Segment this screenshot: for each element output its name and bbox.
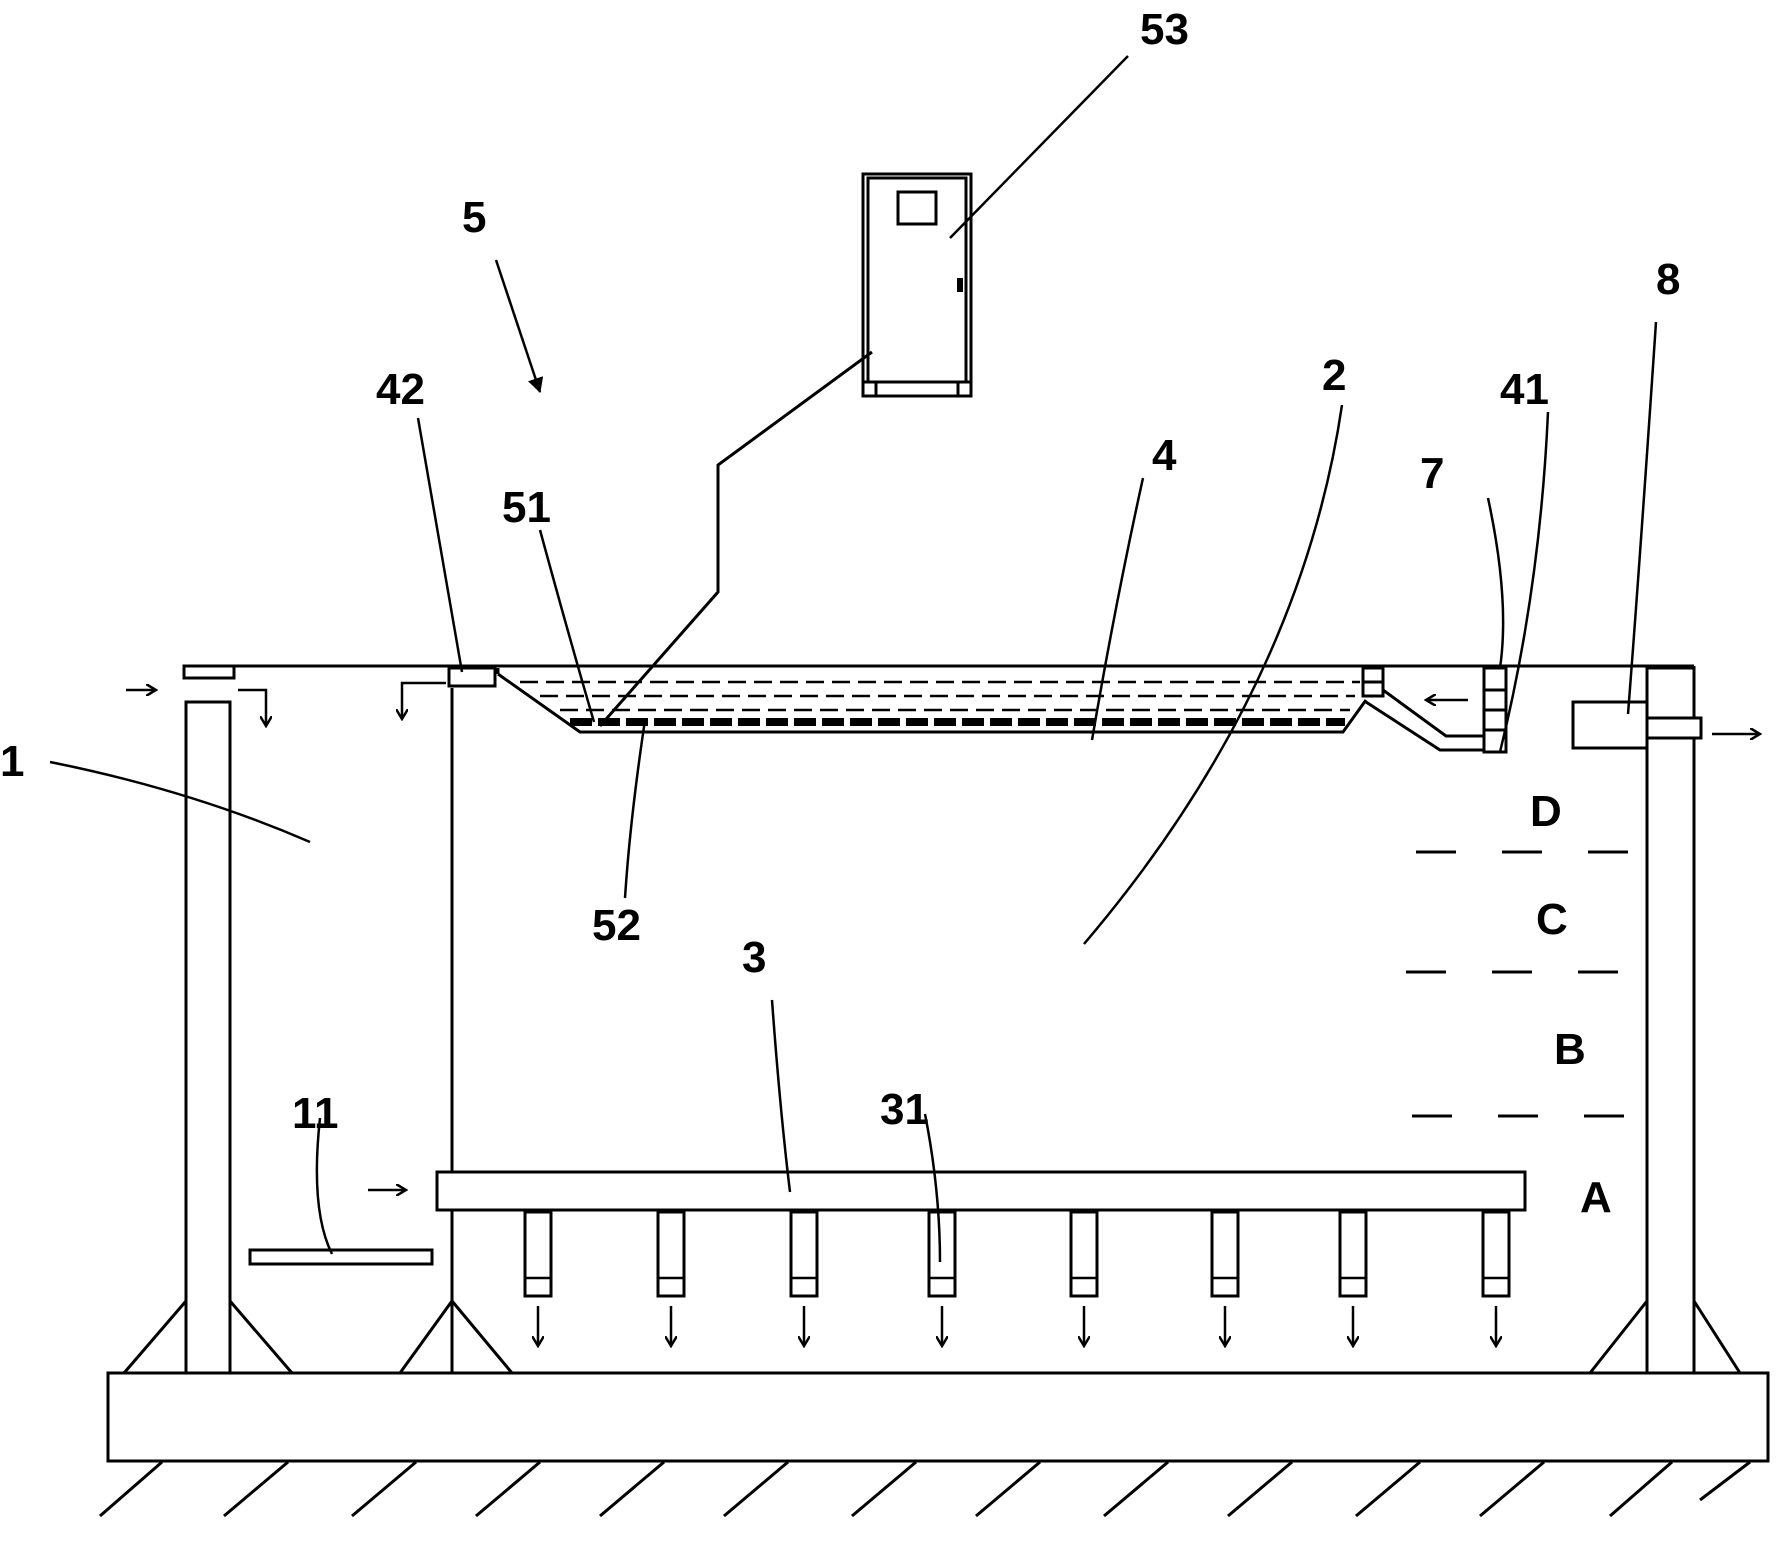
leader-lines — [49, 55, 1658, 1263]
label-1: 1 — [0, 737, 24, 786]
label-8: 8 — [1656, 255, 1680, 304]
zone-b: B — [1554, 1025, 1586, 1074]
aeration-nozzles-31 — [523, 1210, 1511, 1346]
tank-walls — [122, 664, 1742, 1375]
label-52: 52 — [592, 901, 641, 950]
outlet-assembly — [1361, 666, 1508, 754]
cable-52 — [598, 350, 873, 727]
control-cabinet-53 — [861, 172, 973, 398]
label-4: 4 — [1152, 431, 1177, 480]
label-3: 3 — [742, 933, 766, 982]
zone-dividers — [1406, 850, 1630, 1118]
zone-c: C — [1536, 895, 1568, 944]
foundation-slab — [106, 1371, 1770, 1463]
label-41: 41 — [1500, 365, 1549, 414]
zone-d: D — [1530, 787, 1562, 836]
label-11: 11 — [292, 1089, 339, 1138]
reference-labels: 53 5 8 42 2 41 4 7 51 1 52 3 11 31 — [0, 5, 1680, 1138]
zone-labels: D C B A — [1530, 787, 1612, 1222]
label-42: 42 — [376, 365, 425, 414]
label-53: 53 — [1140, 5, 1189, 54]
baffle-plate-11 — [248, 1248, 434, 1266]
weir-42 — [447, 666, 497, 688]
label-7: 7 — [1420, 449, 1444, 498]
inlet-flow-arrows — [126, 681, 446, 1190]
label-31: 31 — [880, 1085, 929, 1134]
label-51: 51 — [502, 483, 551, 532]
label-5: 5 — [462, 193, 486, 242]
outlet-box-8 — [1571, 700, 1760, 750]
ground-hatching — [99, 1460, 1751, 1518]
aeration-pipe-3 — [435, 1170, 1527, 1212]
label-2: 2 — [1322, 351, 1346, 400]
scum-tray-4 — [496, 668, 1368, 734]
zone-a: A — [1580, 1173, 1612, 1222]
